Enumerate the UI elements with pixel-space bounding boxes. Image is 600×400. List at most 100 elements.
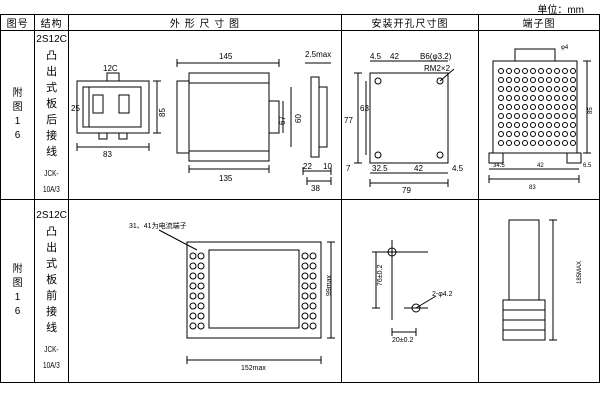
terminal-dot: [197, 262, 205, 270]
terminal-dot: [301, 282, 309, 290]
terminal-dot: [529, 131, 536, 137]
terminal-dot: [561, 77, 568, 83]
terminal-dot: [553, 77, 560, 83]
terminal-dot: [309, 312, 317, 320]
terminal-dot: [537, 77, 544, 83]
hole-spec: 2-φ4.2: [432, 291, 453, 298]
terminal-dot: [553, 122, 560, 128]
dim-185max: 185MAX: [577, 261, 583, 284]
terminal-dot: [521, 95, 528, 101]
terminal-dot: [569, 122, 576, 128]
terminal-dot: [513, 122, 520, 128]
terminal-dot: [189, 302, 197, 310]
terminal-dot: [197, 312, 205, 320]
terminal-dot: [561, 140, 568, 146]
dim-34.5: 34.5: [493, 163, 505, 169]
structure-cell: 2S12C 凸 出 式 板 后 接 线 JCK-10A/3: [34, 30, 69, 200]
terminal-dot: [537, 122, 544, 128]
terminal-dot: [301, 302, 309, 310]
dim-76: 76±0.2: [377, 265, 384, 286]
terminal-dot: [309, 302, 317, 310]
current-terminal-note: 31、41为电流端子: [129, 221, 187, 230]
dim-42-top: 42: [390, 52, 399, 61]
outline-drawing-1: 83 85 25 12C 145 135 67: [67, 30, 342, 200]
terminal-dot: [513, 68, 520, 74]
terminal-dot: [505, 122, 512, 128]
terminal-dot: [197, 292, 205, 300]
dim-32.5: 32.5: [372, 164, 388, 173]
front-view: [76, 72, 161, 151]
terminal-dot: [197, 282, 205, 290]
terminal-dot: [513, 104, 520, 110]
header-fig: 图号: [0, 14, 36, 31]
dim-83: 83: [103, 150, 112, 159]
terminal-dot: [497, 113, 504, 119]
dim-60: 60: [294, 114, 303, 123]
terminal-dot: [505, 131, 512, 137]
terminal-dot: [553, 113, 560, 119]
dim-152max: 152max: [241, 365, 266, 372]
terminal-dot: [561, 104, 568, 110]
terminal-dot: [497, 86, 504, 92]
header-row: 图号 结构 外 形 尺 寸 图 安装开孔尺寸图 端子图: [0, 14, 600, 31]
drawing-table: 图号 结构 外 形 尺 寸 图 安装开孔尺寸图 端子图 附 图 1 6 2S12…: [0, 14, 600, 383]
terminal-dot: [309, 252, 317, 260]
rm-spec: RM2×2: [424, 64, 451, 73]
dim-85: 85: [588, 107, 594, 114]
dim-145: 145: [219, 52, 233, 61]
terminal-dot: [545, 95, 552, 101]
terminal-dot: [505, 95, 512, 101]
terminal-dot: [529, 104, 536, 110]
terminal-dot: [505, 68, 512, 74]
terminal-dot: [521, 131, 528, 137]
unit-label: 单位：mm: [537, 5, 584, 16]
terminal-dot: [189, 322, 197, 330]
terminal-drawing-1: φ4 34.5 42 83 6.5 85: [477, 30, 600, 200]
dim-7: 7: [346, 164, 351, 173]
terminal-dot: [189, 262, 197, 270]
terminal-dot: [537, 95, 544, 101]
dim-2.5max: 2.5max: [305, 50, 331, 59]
dim-63: 63: [360, 104, 369, 113]
terminal-dot: [301, 322, 309, 330]
terminal-dot: [521, 140, 528, 146]
terminal-dot: [553, 140, 560, 146]
header-struct: 结构: [34, 14, 69, 31]
side-view: [176, 59, 292, 173]
terminal-dot: [545, 68, 552, 74]
terminal-dot: [529, 77, 536, 83]
terminal-dot: [561, 113, 568, 119]
terminal-dot: [513, 95, 520, 101]
terminal-dot: [521, 113, 528, 119]
dim-4.5-top: 4.5: [370, 52, 382, 61]
dim-85: 85: [158, 108, 167, 117]
terminal-dot: [529, 140, 536, 146]
terminal-dot: [189, 272, 197, 280]
terminal-dot: [189, 292, 197, 300]
terminal-dot: [189, 282, 197, 290]
terminal-dot: [537, 68, 544, 74]
terminal-dot: [197, 322, 205, 330]
terminal-dot: [561, 86, 568, 92]
dim-42-bottom: 42: [414, 164, 423, 173]
terminal-dot: [309, 292, 317, 300]
terminal-dot: [569, 77, 576, 83]
terminal-dot: [301, 262, 309, 270]
terminal-dot: [553, 86, 560, 92]
terminal-dot: [561, 122, 568, 128]
terminal-dot: [197, 252, 205, 260]
terminal-dot: [529, 122, 536, 128]
dim-135: 135: [219, 174, 233, 183]
clip-view: [302, 62, 332, 185]
terminal-dot: [545, 104, 552, 110]
terminal-dot: [513, 77, 520, 83]
dim-4.5-bottom: 4.5: [452, 164, 464, 173]
terminal-dot: [513, 131, 520, 137]
terminal-dot: [569, 86, 576, 92]
terminal-dot: [529, 68, 536, 74]
terminal-dot: [537, 104, 544, 110]
terminal-dot: [537, 131, 544, 137]
dim-12c: 12C: [103, 64, 118, 73]
terminal-dot: [545, 86, 552, 92]
terminal-dot: [521, 122, 528, 128]
